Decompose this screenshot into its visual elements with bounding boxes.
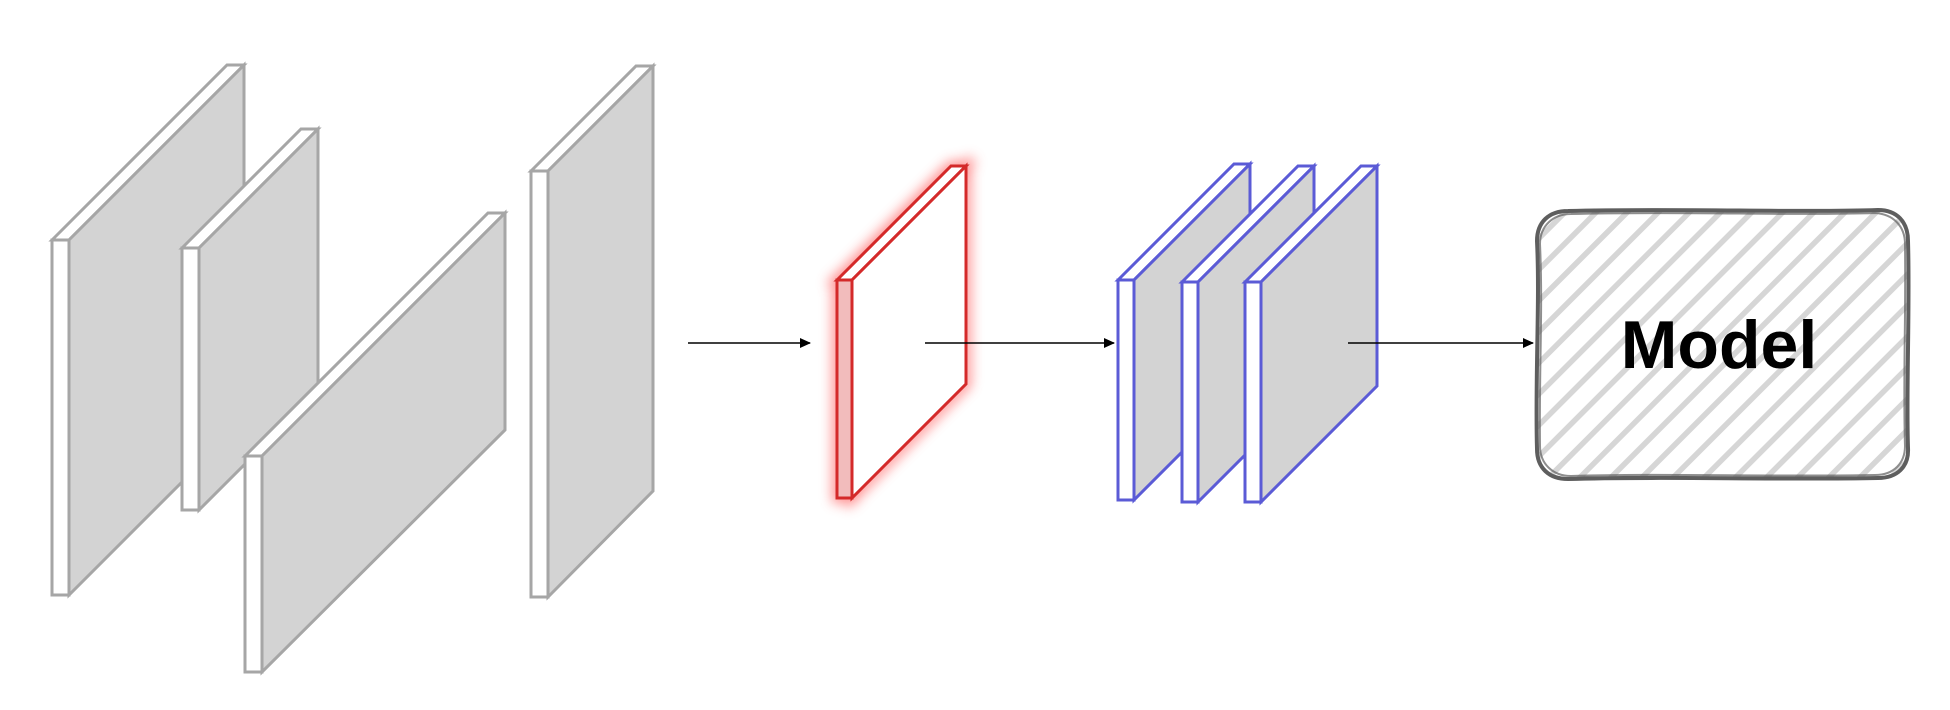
input-slab-3 xyxy=(241,209,509,676)
augmented-slab-3 xyxy=(1241,162,1381,506)
input-slab-4 xyxy=(527,62,657,601)
input-image-stack xyxy=(48,61,657,676)
selected-image xyxy=(824,153,979,511)
model-label: Model xyxy=(1621,307,1817,383)
augmented-image-stack xyxy=(1114,160,1381,506)
model-box: Model xyxy=(1534,208,1911,481)
